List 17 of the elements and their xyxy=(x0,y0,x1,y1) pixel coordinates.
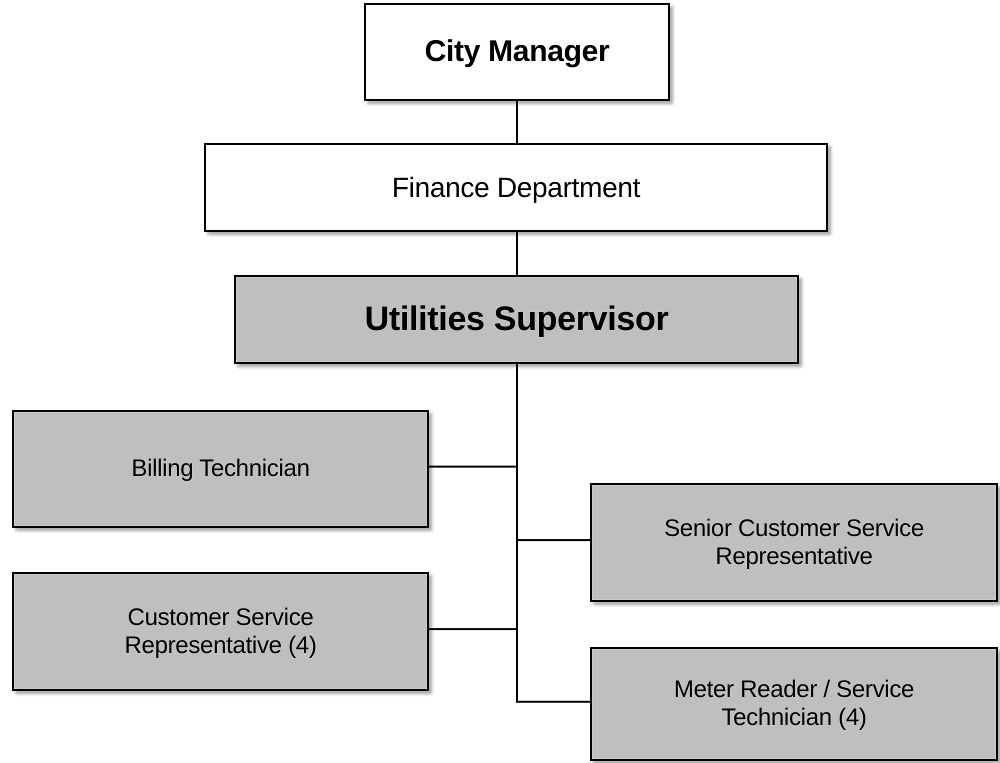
position-title: City Manager xyxy=(424,35,610,69)
position-title: Utilities Supervisor xyxy=(364,300,668,339)
org-box-shaded xyxy=(590,647,998,761)
org-box-shaded xyxy=(12,410,429,528)
org-box-shaded xyxy=(234,275,799,364)
connector-line xyxy=(516,364,590,703)
position-title: Senior Customer Service Representative xyxy=(663,514,925,570)
org-box xyxy=(204,143,828,232)
position-title: Billing Technician xyxy=(131,455,310,483)
org-box-shaded xyxy=(12,572,429,691)
org-box-shaded xyxy=(590,483,998,602)
connector-line xyxy=(516,232,518,275)
position-title: Meter Reader / Service Technician (4) xyxy=(672,676,916,732)
connector-line xyxy=(516,101,518,143)
position-title: Customer Service Representative (4) xyxy=(123,604,318,660)
position-title: Finance Department xyxy=(392,172,640,204)
org-box xyxy=(364,3,670,101)
